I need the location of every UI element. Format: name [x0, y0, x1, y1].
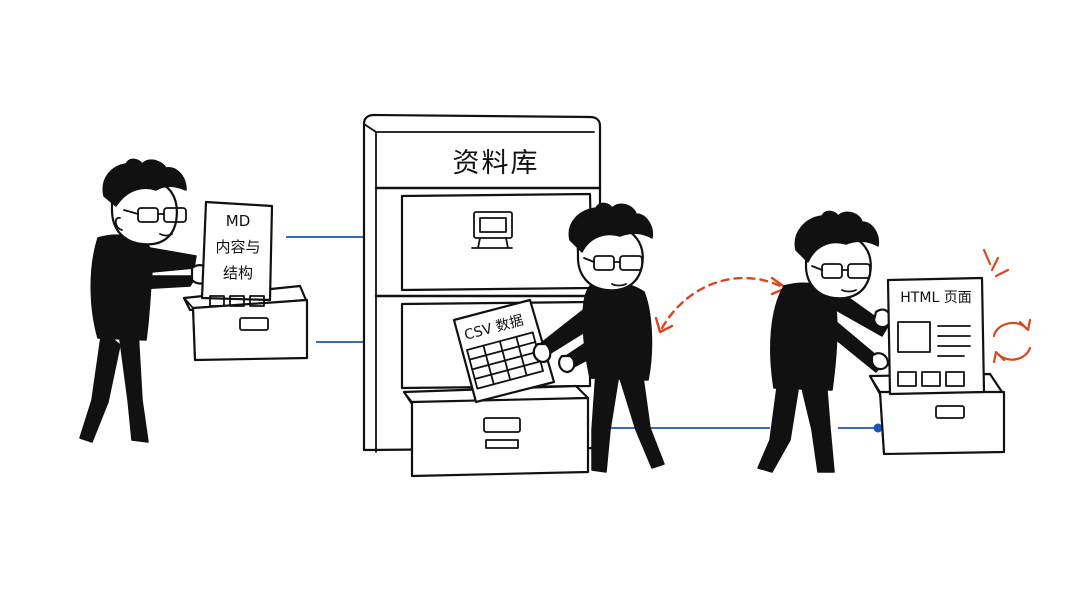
person-right	[757, 210, 892, 473]
html-document: HTML 页面	[886, 276, 986, 396]
burst-lines	[982, 248, 1010, 278]
md-doc-line3: 结构	[223, 264, 253, 282]
md-document: MD 内容与 结构	[200, 200, 274, 307]
library-label: 资料库	[453, 148, 540, 179]
refresh-icon	[992, 318, 1032, 364]
csv-table-grid	[466, 331, 544, 390]
monitor-icon	[471, 211, 513, 249]
flow-node	[873, 423, 883, 433]
csv-document: CSV 数据	[452, 298, 556, 404]
md-doc-line2: 内容与	[215, 238, 260, 256]
md-doc-line1: MD	[226, 212, 251, 230]
html-doc-label: HTML 页面	[900, 290, 971, 306]
filing-cabinet: 资料库	[362, 113, 602, 478]
exchange-arrow	[654, 276, 788, 334]
person-center	[532, 202, 665, 473]
person-left	[79, 158, 212, 443]
